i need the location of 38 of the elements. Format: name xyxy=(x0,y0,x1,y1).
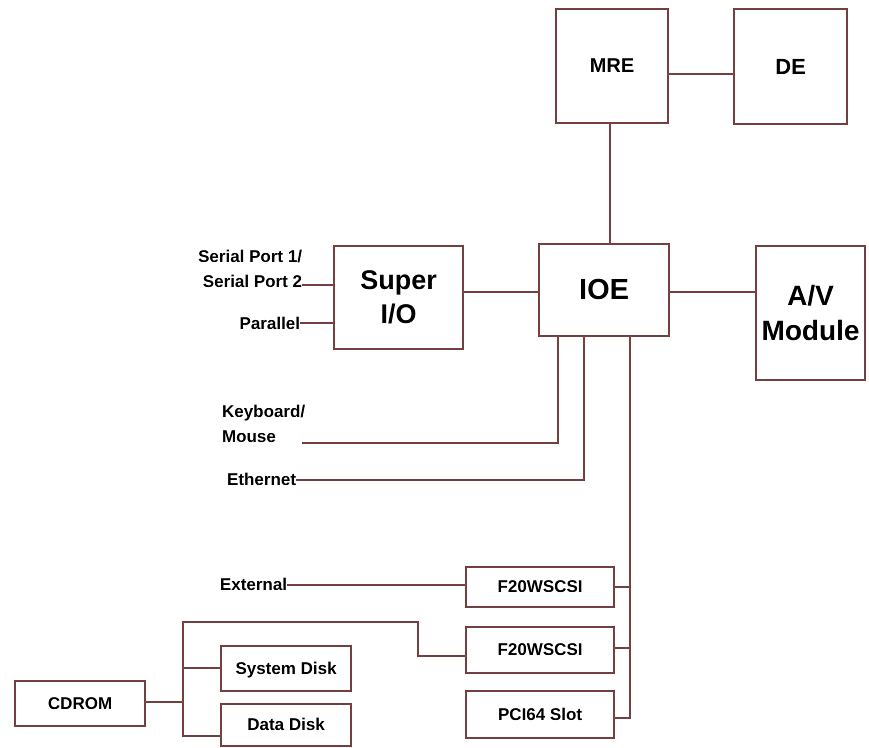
connector-line xyxy=(615,337,631,719)
component-box xyxy=(555,8,669,124)
port-label: Keyboard/ Mouse xyxy=(222,400,306,448)
component-label: CDROM xyxy=(48,692,112,715)
component-label: Super I/O xyxy=(359,264,438,330)
port-label: Parallel xyxy=(240,313,300,336)
port-label: Serial Port 1/ Serial Port 2 xyxy=(197,246,302,293)
connector-line xyxy=(609,124,611,243)
component-box xyxy=(465,690,615,739)
component-box xyxy=(755,245,866,381)
connector-line xyxy=(146,701,220,737)
component-label: A/V Module xyxy=(760,279,860,348)
component-label: DE xyxy=(775,52,806,80)
connector-line xyxy=(669,73,733,75)
connector-line xyxy=(287,584,465,586)
component-box xyxy=(333,245,464,350)
component-label: F20WSCSI xyxy=(497,639,583,662)
connector-line xyxy=(300,322,333,324)
component-label: IOE xyxy=(579,272,629,308)
component-box xyxy=(220,703,352,747)
port-label: Ethernet xyxy=(227,469,296,492)
port-label: External xyxy=(220,574,287,596)
connector-line xyxy=(670,291,755,293)
connector-line xyxy=(302,284,333,286)
component-label: System Disk xyxy=(235,658,337,680)
component-label: PCI64 Slot xyxy=(498,704,582,726)
component-box xyxy=(733,8,848,125)
component-box xyxy=(14,680,146,727)
component-box xyxy=(465,566,615,608)
component-box xyxy=(465,626,615,674)
connector-line xyxy=(464,291,538,293)
component-label: F20WSCSI xyxy=(497,576,583,598)
component-label: Data Disk xyxy=(247,714,325,736)
component-box xyxy=(220,645,352,692)
component-box xyxy=(538,243,670,337)
connector-line xyxy=(296,337,585,481)
connector-line xyxy=(302,337,559,444)
component-label: MRE xyxy=(590,54,634,79)
